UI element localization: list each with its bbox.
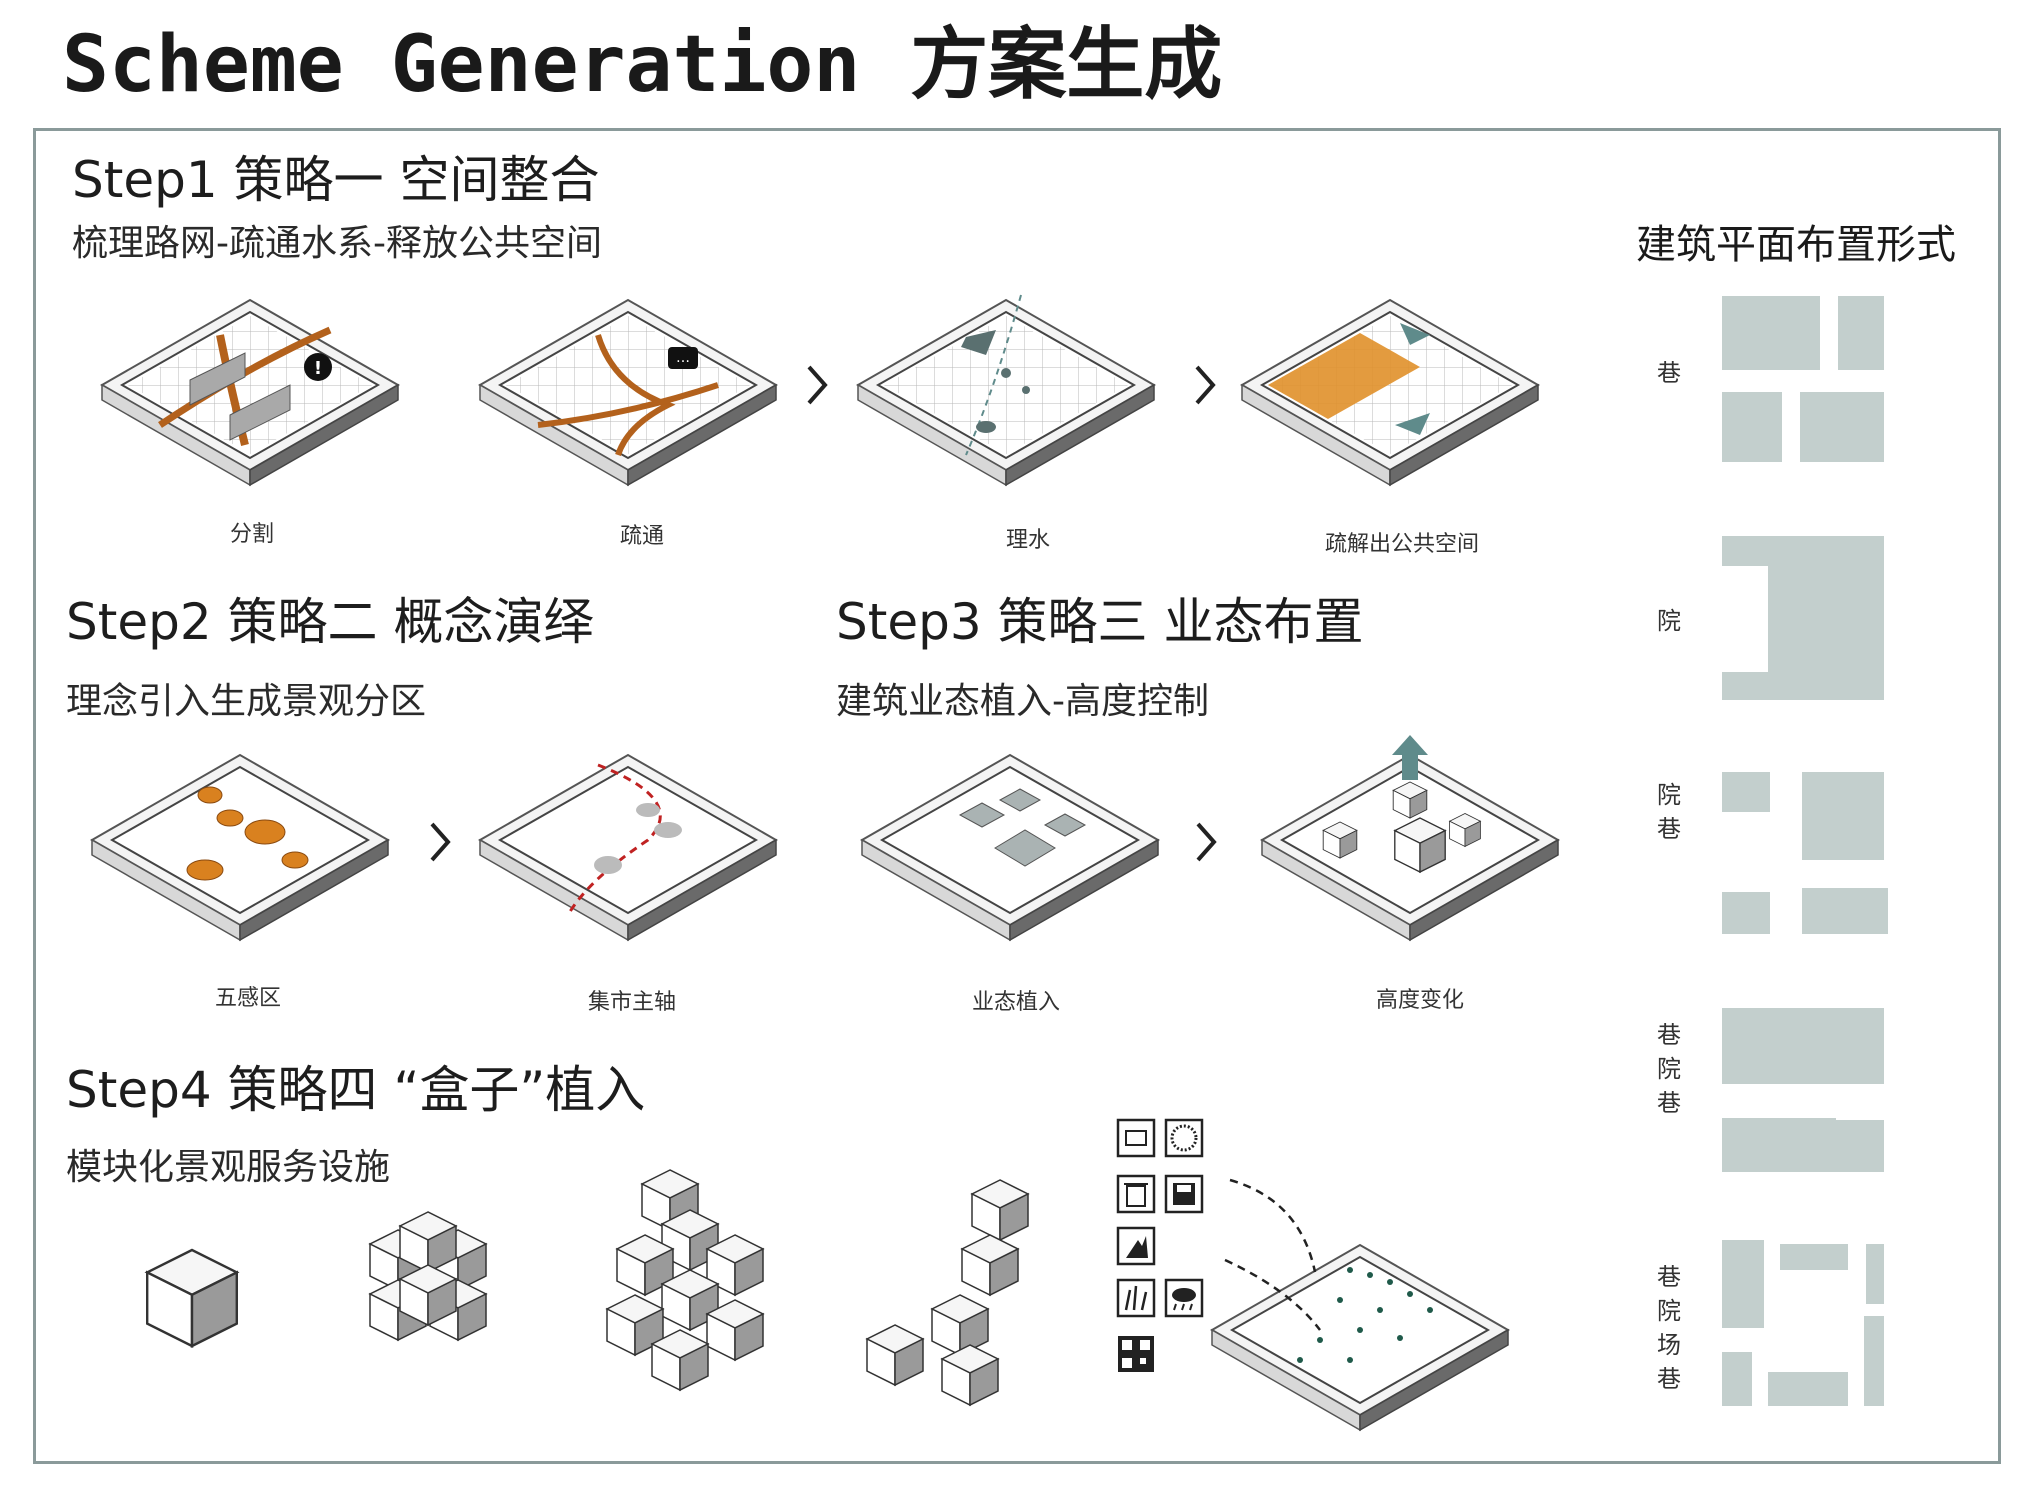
step4-subtitle: 模块化景观服务设施 [66,1147,391,1188]
chevron-2 [1195,365,1215,405]
cat-icon [1116,1226,1156,1266]
module-cube-stairs [866,1179,1029,1406]
step1-title: Step1 策略一 空间整合 [72,151,600,209]
step3-title: Step3 策略三 业态布置 [836,593,1364,651]
caption-dredge: 疏通 [619,524,664,549]
layout-court [1722,536,1884,700]
qr-icon [1118,1336,1154,1372]
plate-divide: ! [102,300,398,485]
step4-title: Step4 策略四 “盒子”植入 [66,1061,646,1119]
caption-divide: 分割 [229,522,274,547]
rain-icon [1164,1278,1204,1318]
layout-lane-court-square-lane [1722,1240,1884,1406]
plate-water [858,294,1154,485]
layout-label-court: 院 [1657,607,1681,635]
layout-label-lane: 巷 [1657,359,1681,387]
trash-icon [1116,1174,1156,1214]
module-cube-single [145,1248,239,1348]
chevron-1 [807,365,827,405]
title-zh: 方案生成 [910,20,1223,110]
side-title: 建筑平面布置形式 [1636,222,1956,268]
step2-title: Step2 策略二 概念演绎 [66,593,594,651]
page-title: Scheme Generation 方案生成 [62,2,1222,114]
caption-height: 高度变化 [1375,988,1464,1013]
plate-dredge: … [480,300,776,485]
layout-label-lane-court-square-lane: 巷 院 场 巷 [1657,1263,1681,1393]
caption-market-axis: 集市主轴 [587,990,676,1015]
mirror-icon [1116,1118,1156,1158]
svg-text:!: ! [314,358,322,379]
mesh-icon [1164,1118,1204,1158]
grass-icon [1116,1278,1156,1318]
layout-lane-court-lane [1722,1008,1884,1172]
chevron-3 [430,822,450,862]
layout-court-lane [1722,772,1888,934]
title-en: Scheme Generation [62,20,861,110]
caption-business: 业态植入 [971,990,1060,1015]
layout-label-court-lane: 院 巷 [1657,781,1681,843]
module-cube-stack [606,1169,764,1391]
layout-label-lane-court-lane: 巷 院 巷 [1657,1021,1681,1117]
caption-public-space: 疏解出公共空间 [1324,532,1479,557]
content-frame [33,128,2001,1464]
caption-five-senses: 五感区 [214,986,281,1011]
chevron-4 [1196,822,1216,862]
plate-five-senses [91,754,389,941]
plate-business [861,754,1159,941]
svg-text:…: … [676,350,690,366]
caption-water: 理水 [1005,528,1050,553]
step3-subtitle: 建筑业态植入-高度控制 [836,681,1209,722]
plate-height [1261,735,1559,941]
save-icon [1164,1174,1204,1214]
layout-lane [1722,296,1884,462]
step2-subtitle: 理念引入生成景观分区 [66,681,427,722]
plate-market-axis [479,754,777,941]
step1-subtitle: 梳理路网-疏通水系-释放公共空间 [72,223,602,264]
plate-box-placement [1211,1178,1509,1431]
plate-public-space [1242,300,1538,485]
module-cube-cluster [369,1211,487,1341]
